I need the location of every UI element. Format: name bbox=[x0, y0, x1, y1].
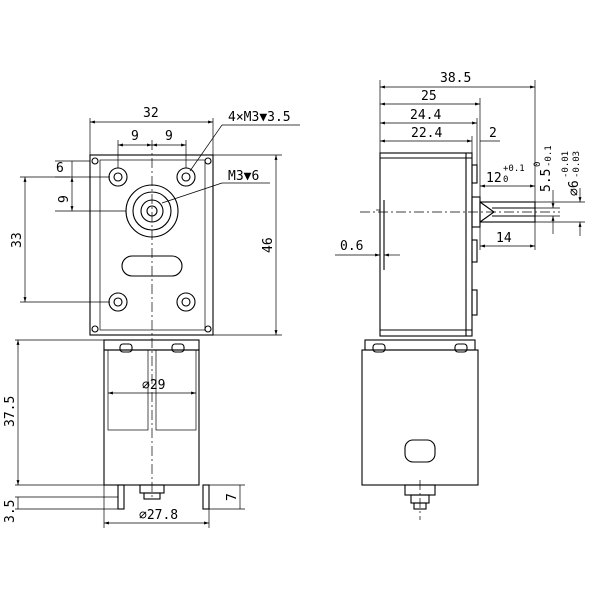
dim-0-6: 0.6 bbox=[340, 239, 363, 254]
dim-top-offset: 6 bbox=[56, 161, 64, 176]
side-gearbox bbox=[379, 152, 473, 337]
callout-mount-holes: 4×M3▼3.5 bbox=[228, 110, 291, 125]
dim-2: 2 bbox=[489, 126, 497, 141]
dim-14: 14 bbox=[496, 231, 512, 246]
corner-screw bbox=[204, 157, 212, 165]
side-motor bbox=[361, 339, 479, 486]
dim-motor-dia: ⌀27.8 bbox=[139, 508, 178, 523]
dim-5-5-tol-lo: -0.1 bbox=[544, 145, 554, 167]
dim-terminal: 7 bbox=[225, 493, 240, 501]
gearbox-plate-inner bbox=[99, 159, 206, 331]
dim-12-tol-lo: 0 bbox=[503, 175, 508, 185]
dim-hole-pitch: 33 bbox=[10, 232, 25, 248]
dim-5-5-tol-up: 0 bbox=[533, 162, 543, 167]
dim-12: 12 bbox=[486, 171, 502, 186]
dim-hole-spacing-right: 9 bbox=[165, 129, 173, 144]
front-view bbox=[89, 140, 214, 510]
dim-width: 32 bbox=[143, 106, 159, 121]
dim-22-4: 22.4 bbox=[411, 126, 442, 141]
dim-motor-dia-inner: ⌀29 bbox=[142, 378, 165, 393]
gearbox-plate bbox=[89, 154, 214, 336]
mount-hole-tl bbox=[108, 167, 128, 187]
dim-hole-spacing-left: 9 bbox=[131, 129, 139, 144]
dim-height: 46 bbox=[261, 237, 276, 253]
dim-overall: 38.5 bbox=[440, 71, 471, 86]
dim-motor-length: 37.5 bbox=[3, 396, 18, 427]
motor-terminals bbox=[117, 484, 210, 510]
mount-hole-bl bbox=[108, 292, 128, 312]
dim-25: 25 bbox=[421, 89, 437, 104]
dim-6-tol-lo: -0.03 bbox=[572, 151, 582, 178]
side-dimensions: 38.5 25 24.4 22.4 2 12 +0.1 0 5.5 0 -0.1 bbox=[335, 71, 585, 257]
mount-hole-br bbox=[176, 292, 196, 312]
output-shaft bbox=[125, 184, 179, 238]
dim-6-tol-up: -0.01 bbox=[561, 151, 571, 178]
dim-24-4: 24.4 bbox=[410, 108, 441, 123]
dim-hole-offset: 9 bbox=[57, 195, 72, 203]
corner-screw bbox=[204, 325, 212, 333]
mount-hole-tr bbox=[176, 167, 196, 187]
corner-screw bbox=[91, 157, 99, 165]
front-dimensions: 32 9 9 4×M3▼3.5 M3▼6 6 9 33 46 bbox=[3, 106, 300, 528]
dim-5-5: 5.5 bbox=[539, 169, 554, 192]
dim-6: ⌀6 bbox=[567, 180, 582, 196]
dim-bottom: 3.5 bbox=[3, 500, 18, 523]
side-view bbox=[360, 152, 560, 520]
dim-12-tol-up: +0.1 bbox=[503, 164, 525, 174]
callout-shaft-hole: M3▼6 bbox=[228, 169, 259, 184]
corner-screw bbox=[91, 325, 99, 333]
motor-body bbox=[103, 339, 200, 486]
